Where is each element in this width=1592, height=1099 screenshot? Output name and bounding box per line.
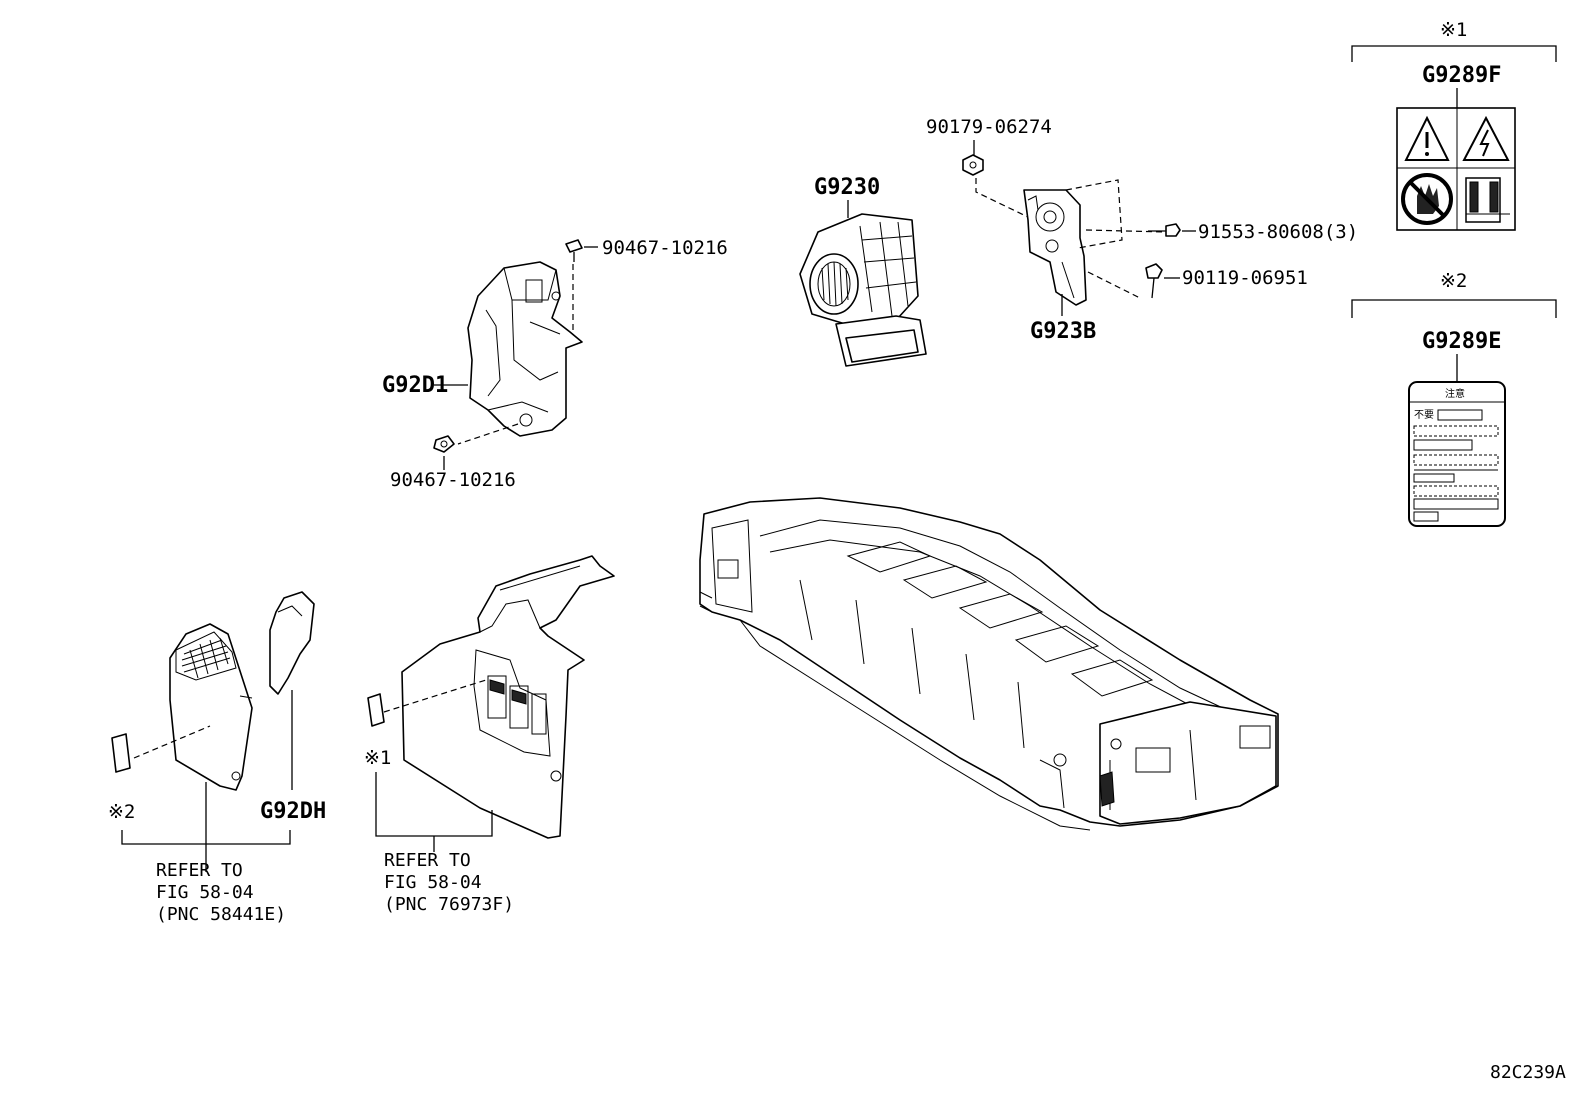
bolt-90119 bbox=[1145, 263, 1163, 299]
nut-90179 bbox=[962, 154, 984, 176]
ref-middle-line2: FIG 58-04 bbox=[384, 872, 482, 893]
trim-panel-left[interactable] bbox=[169, 623, 253, 791]
note2-left: ※2 bbox=[108, 801, 135, 823]
caution-label-sticker: 注意 不要 bbox=[1408, 381, 1506, 527]
ref-middle-line3: (PNC 76973F) bbox=[384, 894, 514, 915]
left-trim-assembly: G92DH ※2 REFER TO FIG 58-04 (PNC 58441E) bbox=[108, 591, 326, 925]
duct-g92d1[interactable] bbox=[467, 261, 583, 437]
part-label-g923b[interactable]: G923B bbox=[1030, 319, 1096, 344]
ref-left-line3: (PNC 58441E) bbox=[156, 904, 286, 925]
bolt-label-90119[interactable]: 90119-06951 bbox=[1182, 267, 1308, 289]
battery-pack[interactable] bbox=[699, 497, 1279, 831]
bolt-91553 bbox=[1148, 223, 1181, 237]
middle-trim-assembly: ※1 REFER TO FIG 58-04 (PNC 76973F) bbox=[364, 555, 615, 915]
caution-subtitle: 不要 bbox=[1414, 409, 1434, 421]
label-patch-left bbox=[111, 733, 131, 773]
clip-lower bbox=[433, 435, 455, 453]
ref-middle-line1: REFER TO bbox=[384, 850, 471, 871]
part-label-g92d1[interactable]: G92D1 bbox=[382, 373, 448, 398]
note1-top: ※1 bbox=[1440, 19, 1467, 41]
caution-title: 注意 bbox=[1445, 387, 1465, 400]
ref-left-line2: FIG 58-04 bbox=[156, 882, 254, 903]
note1-mid: ※1 bbox=[364, 747, 391, 769]
figure-code: 82C239A bbox=[1490, 1062, 1566, 1083]
bracket-assembly: 90179-06274 91553-80608(3) 90119- bbox=[926, 116, 1358, 344]
clip-label-upper[interactable]: 90467-10216 bbox=[602, 237, 728, 259]
bracket-g923b[interactable] bbox=[1023, 189, 1087, 306]
no-touch-icon bbox=[1401, 173, 1453, 225]
manual-book-icon bbox=[1465, 177, 1510, 223]
part-label-g9289f[interactable]: G9289F bbox=[1422, 63, 1501, 88]
trim-cover-g92dh[interactable] bbox=[269, 591, 315, 695]
blower-fan-g9230[interactable] bbox=[799, 213, 927, 367]
label-group-warning: ※1 G9289F bbox=[1351, 19, 1557, 231]
warning-label-sticker bbox=[1396, 107, 1516, 231]
note2-top: ※2 bbox=[1440, 270, 1467, 292]
blower-assembly: G9230 bbox=[799, 175, 927, 367]
part-label-g92dh[interactable]: G92DH bbox=[260, 799, 326, 824]
clip-label-lower[interactable]: 90467-10216 bbox=[390, 469, 516, 491]
trim-panel-middle[interactable] bbox=[401, 555, 615, 839]
high-voltage-icon bbox=[1462, 115, 1510, 161]
label-patch-middle bbox=[367, 693, 385, 727]
duct-assembly: 90467-10216 G92D1 90467-10216 bbox=[382, 237, 728, 491]
ref-left-line1: REFER TO bbox=[156, 860, 243, 881]
clip-upper bbox=[565, 239, 583, 262]
bolt-label-91553[interactable]: 91553-80608(3) bbox=[1198, 221, 1358, 243]
part-label-g9230[interactable]: G9230 bbox=[814, 175, 880, 200]
label-group-caution: ※2 G9289E 注意 不要 bbox=[1351, 270, 1557, 527]
part-label-g9289e[interactable]: G9289E bbox=[1422, 329, 1501, 354]
bolt-label-90179[interactable]: 90179-06274 bbox=[926, 116, 1052, 138]
